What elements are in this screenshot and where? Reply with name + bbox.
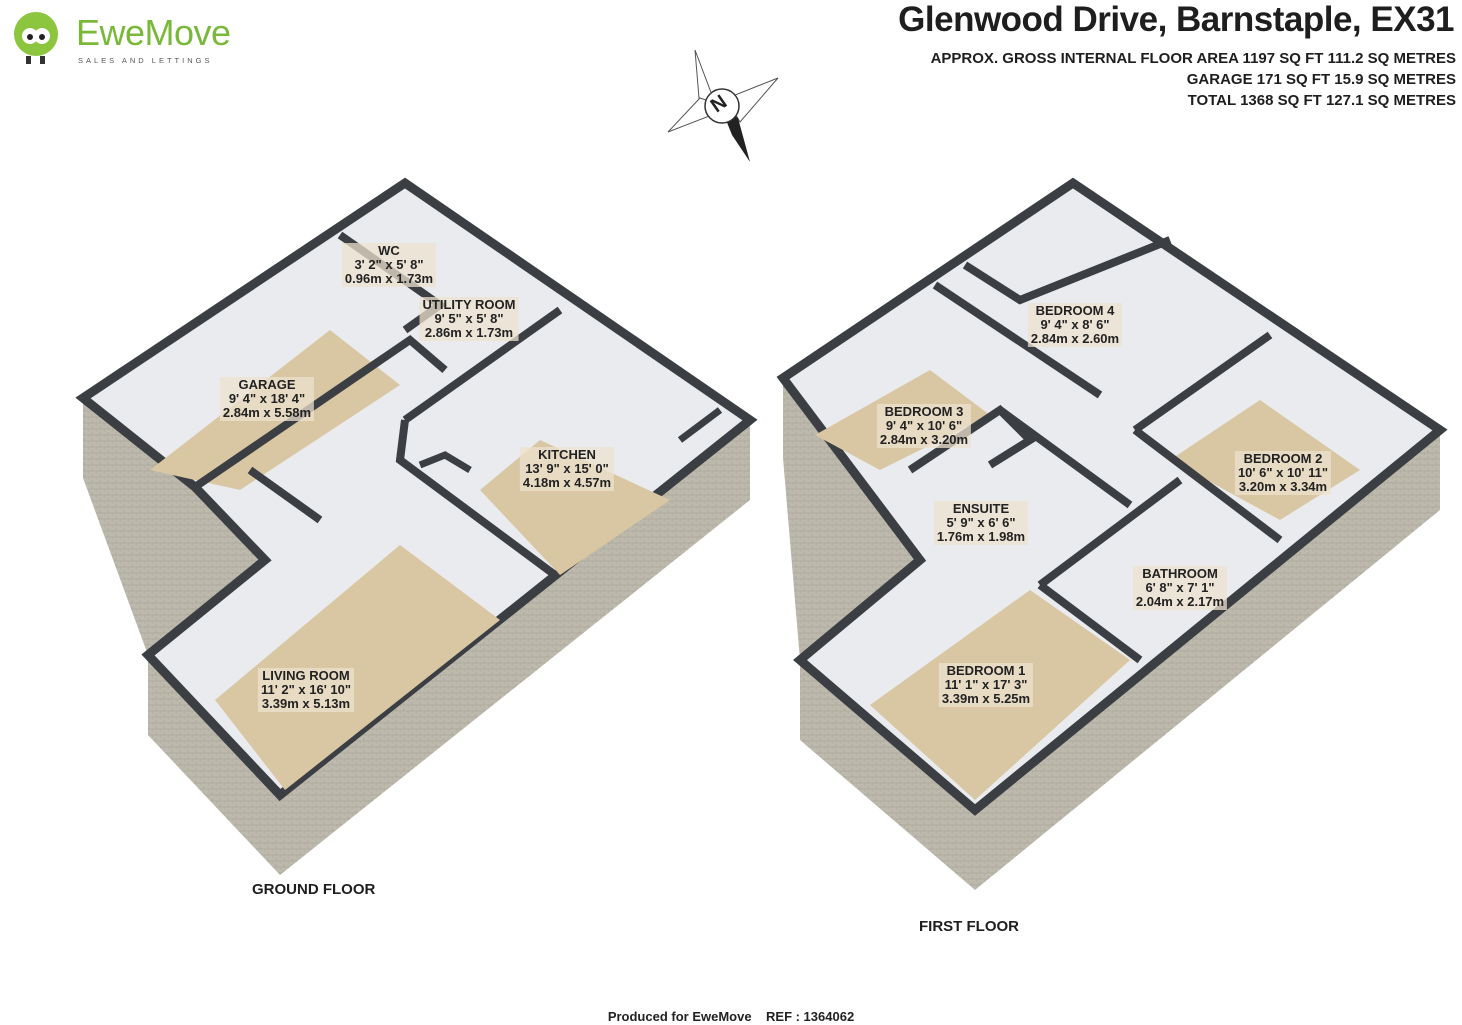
sheep-logo-icon [14,12,58,64]
gross-area: APPROX. GROSS INTERNAL FLOOR AREA 1197 S… [930,50,1456,67]
first-floor-title: FIRST FLOOR [919,918,1019,935]
page-title: Glenwood Drive, Barnstaple, EX31 [898,0,1454,39]
logo-tagline: SALES AND LETTINGS [78,56,213,65]
ground-floor-title: GROUND FLOOR [252,881,376,898]
garage-area: GARAGE 171 SQ FT 15.9 SQ METRES [1186,71,1456,88]
total-area: TOTAL 1368 SQ FT 127.1 SQ METRES [1187,92,1456,109]
logo-text: EweMove [76,12,231,53]
first-floor-plan [776,177,1448,890]
footer-reference: Produced for EweMove REF : 1364062 [607,1009,855,1024]
compass-icon [667,49,779,162]
